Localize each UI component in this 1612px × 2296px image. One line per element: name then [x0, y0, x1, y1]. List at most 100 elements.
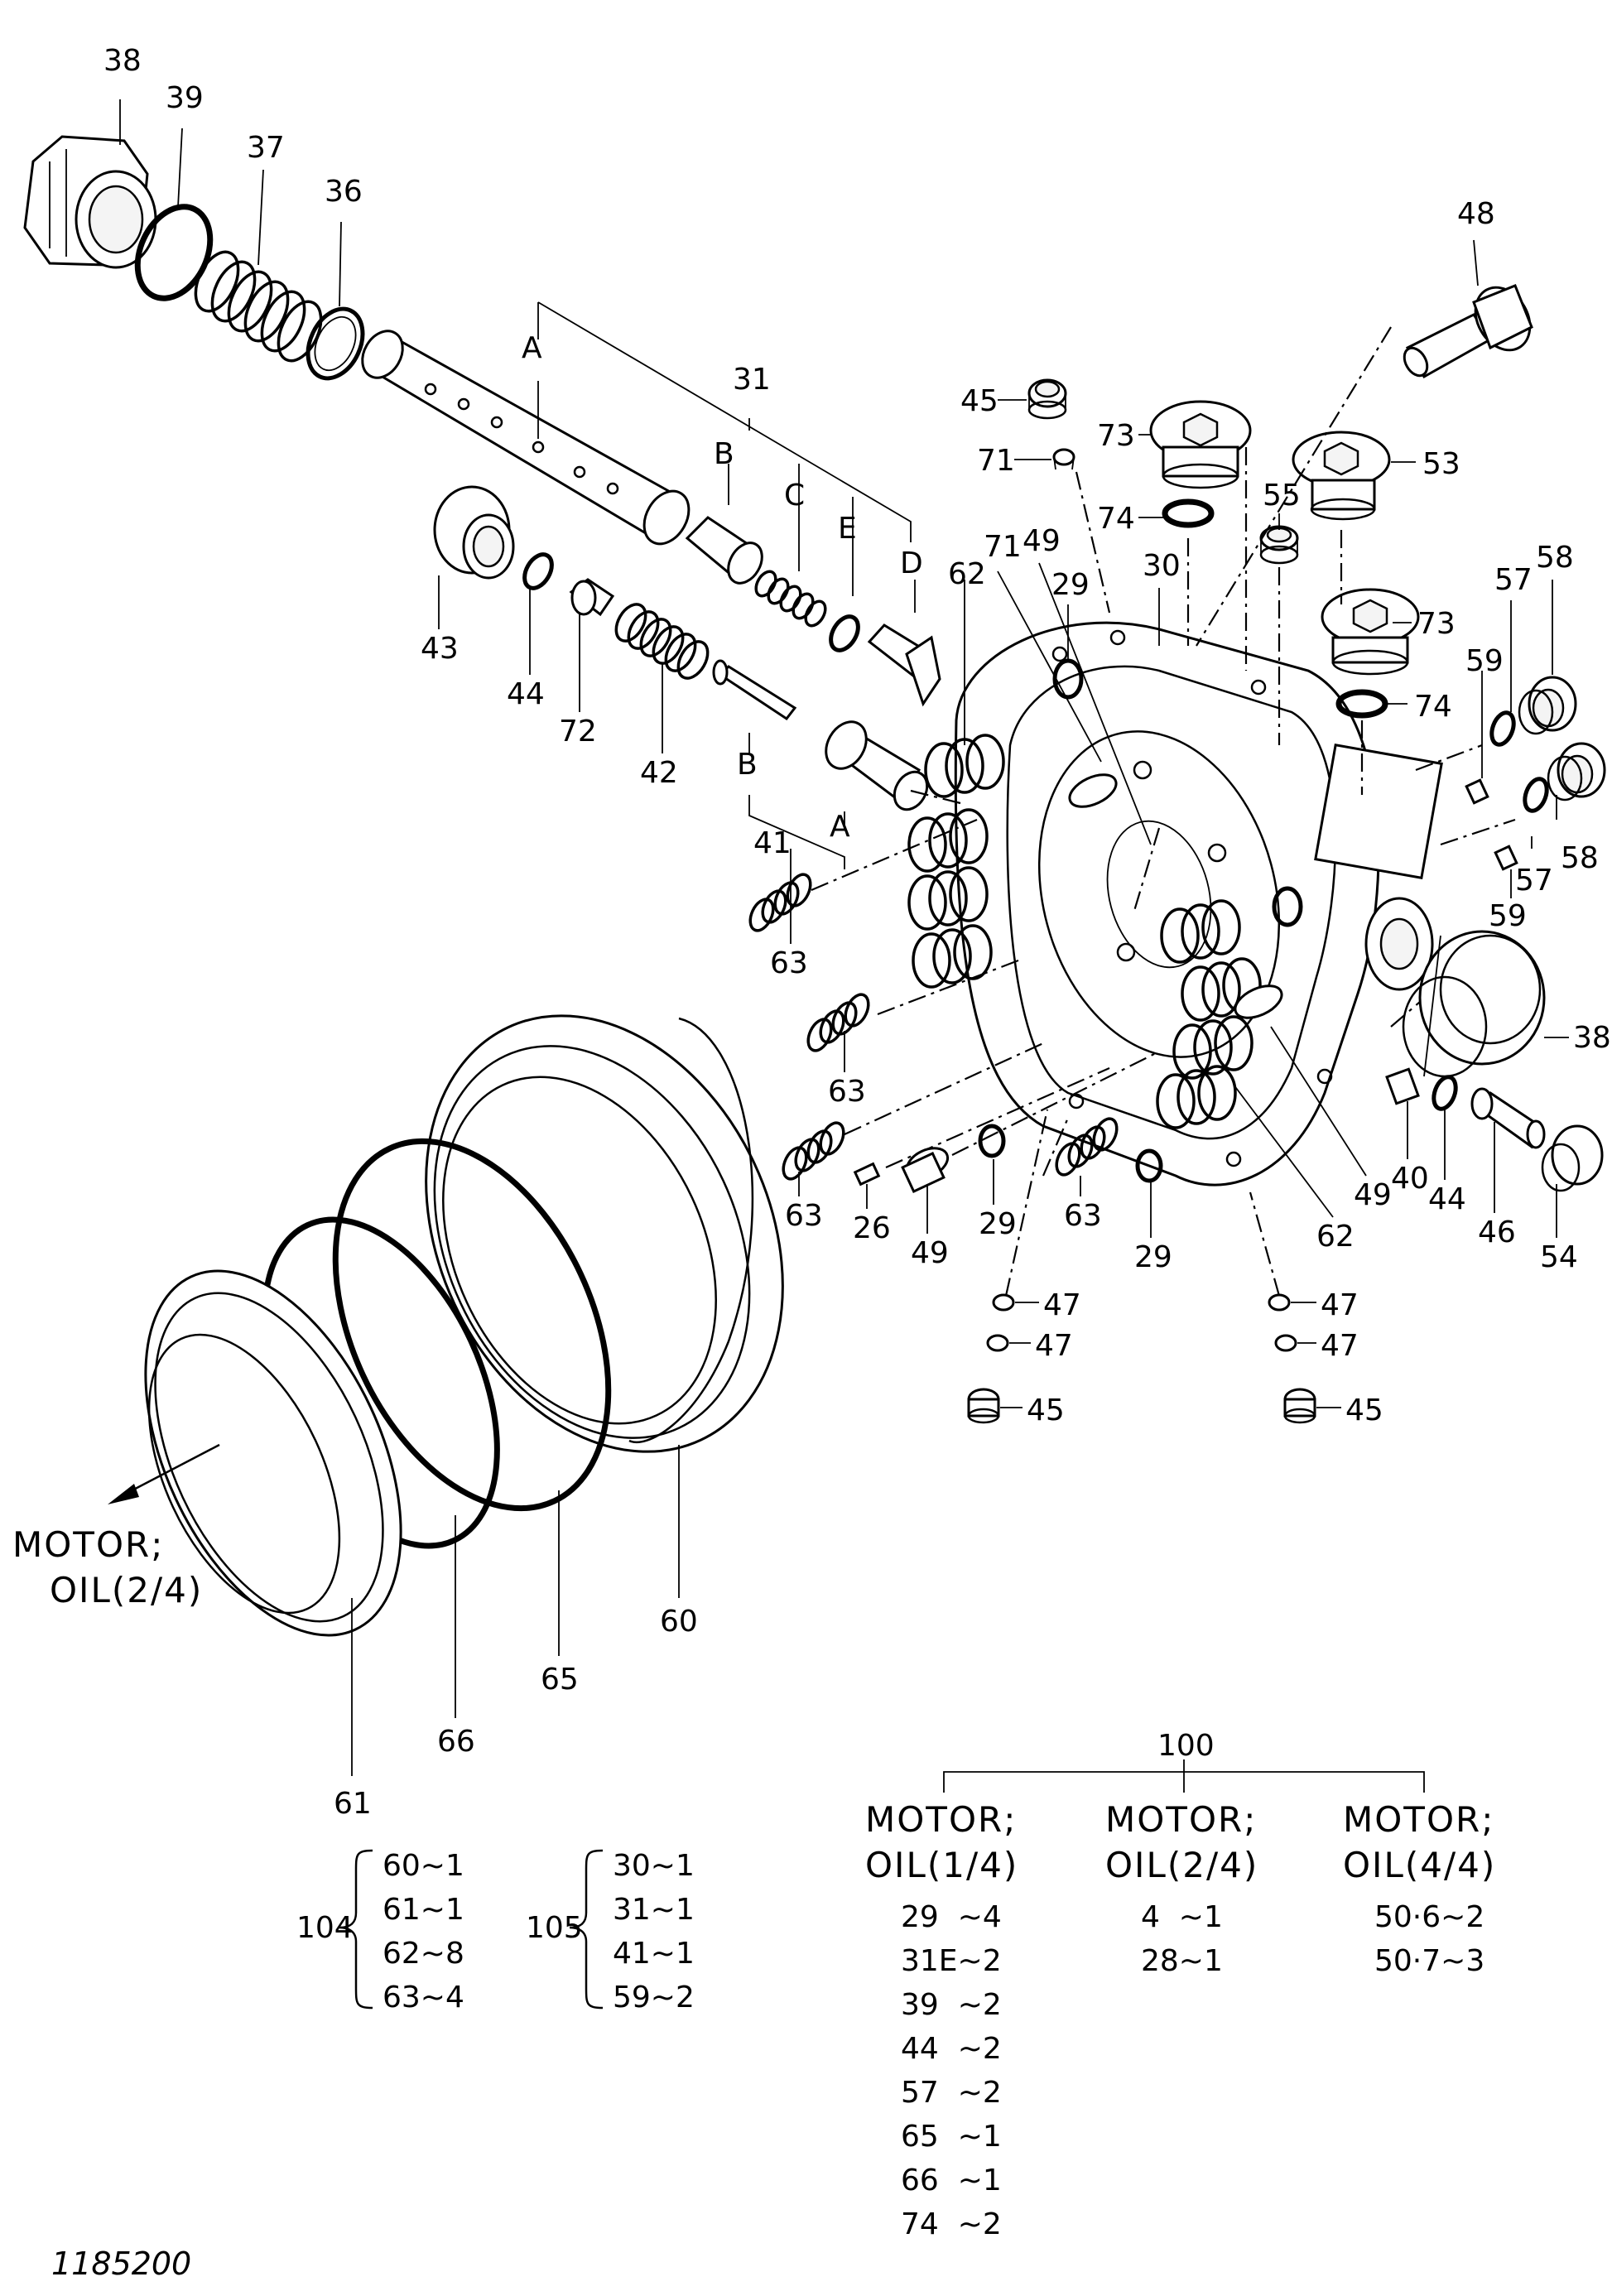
- col-3-item-1: 50·6~2: [1374, 1900, 1484, 1934]
- col-1-item-8: 74 ~2: [901, 2207, 1002, 2241]
- callout-A1: A: [522, 331, 542, 365]
- figure-id: 1185200: [51, 2245, 192, 2282]
- callout-45: 45: [960, 384, 998, 418]
- col-1-item-1: 29 ~4: [901, 1900, 1002, 1934]
- o-ring-74-mid: [1335, 689, 1388, 719]
- seat-72: [569, 578, 615, 617]
- bracket-31: [537, 301, 916, 613]
- col-1-head-2: OIL(1/4): [865, 1845, 1018, 1885]
- assembly-center-lines: [811, 326, 1516, 1297]
- callout-labels: 38 39 37 36 48 A 31 B C E D 45 71 73 53 …: [103, 44, 1611, 1821]
- callout-39: 39: [166, 81, 204, 115]
- callout-42: 42: [640, 756, 678, 790]
- callout-47: 47: [1321, 1329, 1359, 1363]
- bolt-48: [1403, 284, 1533, 379]
- callout-62: 62: [948, 557, 986, 591]
- o-ring-65: [332, 1138, 612, 1512]
- ring-E: [829, 614, 860, 652]
- spring-37: [194, 250, 323, 363]
- motor-ref-arrow: [108, 1443, 220, 1504]
- col-1-head-1: MOTOR;: [865, 1799, 1017, 1840]
- callout-72: 72: [559, 715, 597, 748]
- assembly-number: 100: [1157, 1729, 1215, 1763]
- plug-D: [867, 623, 941, 707]
- leader-lines: [119, 99, 1569, 1776]
- plug-71-top: [1052, 448, 1075, 470]
- col-1-item-4: 44 ~2: [901, 2032, 1002, 2066]
- callout-55: 55: [1263, 479, 1301, 513]
- col-1-item-3: 39 ~2: [901, 1988, 1002, 2022]
- callout-54: 54: [1540, 1240, 1578, 1274]
- callout-47: 47: [1321, 1288, 1359, 1322]
- plug-53: [1292, 431, 1391, 521]
- spring-63a: [748, 873, 812, 932]
- callout-63: 63: [1064, 1199, 1102, 1233]
- callout-44: 44: [507, 677, 545, 711]
- callout-49: 49: [1023, 524, 1061, 558]
- poppet-41: [712, 659, 797, 721]
- callout-65: 65: [541, 1663, 579, 1697]
- kit-105-item-2: 31~1: [613, 1893, 695, 1927]
- plug-59-upper: [1465, 778, 1489, 805]
- plug-73-top: [1149, 400, 1252, 489]
- callout-71: 71: [984, 530, 1022, 564]
- callout-63: 63: [785, 1199, 823, 1233]
- col-3-item-2: 50·7~3: [1374, 1944, 1484, 1978]
- kit-104: 104 60~1 61~1 62~8 63~4: [296, 1849, 464, 2014]
- callout-57: 57: [1494, 563, 1533, 597]
- kit-105-item-1: 30~1: [613, 1849, 695, 1883]
- ring-61: [144, 1269, 402, 1637]
- callout-66: 66: [437, 1725, 475, 1759]
- spring-63d: [1055, 1117, 1119, 1177]
- callout-74: 74: [1097, 502, 1135, 536]
- callout-71: 71: [977, 444, 1015, 478]
- callout-49: 49: [911, 1236, 949, 1270]
- callout-36: 36: [325, 175, 363, 209]
- kit-105-item-3: 41~1: [613, 1937, 695, 1971]
- callout-61: 61: [334, 1787, 372, 1821]
- springs-62-right: [1156, 899, 1262, 1129]
- callout-63: 63: [770, 946, 808, 980]
- ring-36: [306, 306, 365, 381]
- col-1-item-6: 65 ~1: [901, 2120, 1002, 2154]
- o-ring-29-right: [1135, 1148, 1163, 1183]
- kit-104-item-3: 62~8: [383, 1937, 464, 1971]
- plugs-47-45-right: [1268, 1293, 1316, 1424]
- o-ring-44b: [1432, 1075, 1458, 1111]
- callout-59: 59: [1489, 899, 1527, 933]
- kit-104-item-2: 61~1: [383, 1893, 464, 1927]
- plug-45-top: [1027, 378, 1067, 420]
- motor-ref-line2: OIL(2/4): [50, 1570, 203, 1610]
- pin-26: [853, 1162, 881, 1187]
- housing-30: [954, 621, 1443, 1187]
- col-1-item-7: 66 ~1: [901, 2164, 1002, 2197]
- callout-41: 41: [753, 826, 792, 860]
- callout-A2: A: [830, 810, 850, 844]
- callout-73: 73: [1417, 607, 1456, 641]
- col-2-item-2: 28~1: [1141, 1944, 1223, 1978]
- o-ring-44a: [522, 552, 554, 590]
- callout-40: 40: [1391, 1162, 1429, 1196]
- spring-63b: [806, 993, 870, 1052]
- pin-49-loose: [901, 1147, 950, 1193]
- col-3-head-2: OIL(4/4): [1343, 1845, 1496, 1885]
- o-ring-29-left: [978, 1124, 1006, 1158]
- callout-29: 29: [979, 1207, 1017, 1241]
- col-2-head-1: MOTOR;: [1105, 1799, 1257, 1840]
- plug-58-upper: [1518, 676, 1577, 735]
- kit-105-item-4: 59~2: [613, 1981, 695, 2014]
- callout-74: 74: [1414, 690, 1452, 724]
- callout-53: 53: [1422, 447, 1460, 481]
- pins-49: [1068, 773, 1283, 1019]
- sleeve-B: [685, 516, 763, 585]
- callout-43: 43: [421, 632, 459, 666]
- callout-46: 46: [1478, 1215, 1516, 1249]
- plug-58-lower: [1547, 742, 1606, 801]
- col-3-head-1: MOTOR;: [1343, 1799, 1494, 1840]
- plug-55: [1259, 525, 1299, 565]
- col-1-item-2: 31E~2: [901, 1944, 1002, 1978]
- callout-30: 30: [1143, 549, 1181, 583]
- callout-44: 44: [1428, 1182, 1466, 1216]
- callout-47: 47: [1035, 1329, 1073, 1363]
